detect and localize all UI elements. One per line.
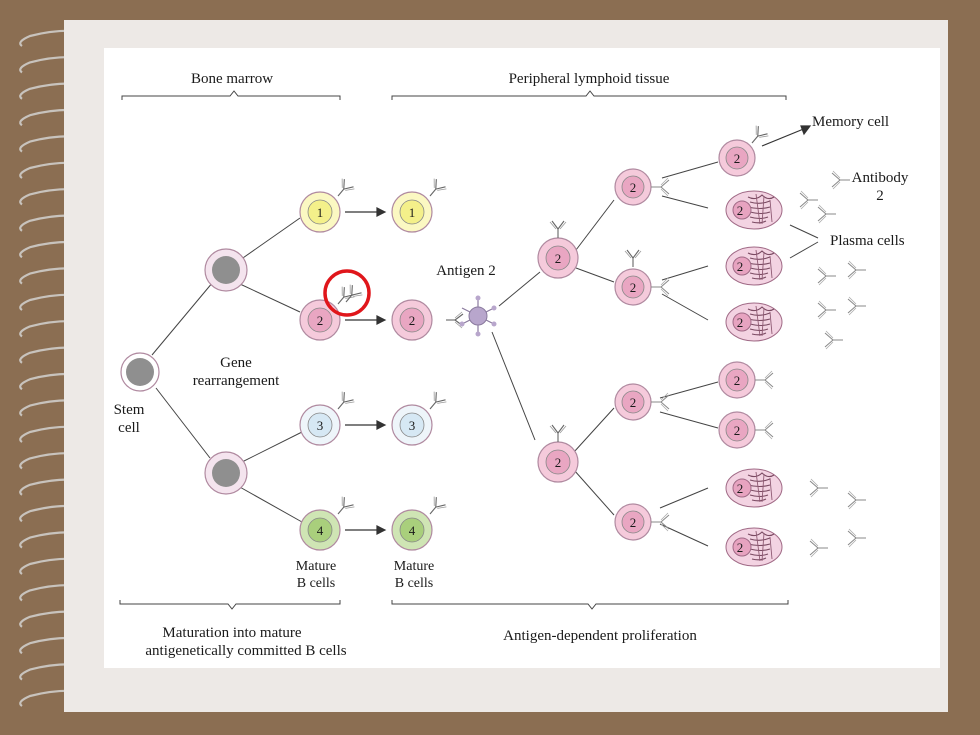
mature-b-cells-label-1b: B cells [297,576,336,591]
cell-number-2a: 2 [317,313,324,328]
mature-b-cells-label-1a: Mature [296,559,336,574]
cell-number-2i: 2 [734,151,741,166]
antibody-label-line1: Antibody [852,170,909,186]
cell-number-4a: 4 [317,523,324,538]
activated-b-cell-upper [537,220,579,279]
diagram-panel [104,48,940,668]
b-cell-2-marrow [299,285,356,341]
maturation-brace [119,600,341,610]
stem-cell-nucleus [126,358,154,386]
cell-number-2l: 2 [737,203,744,218]
mature-b-cells-label-2b: B cells [395,576,434,591]
precursor-cell-lower-nucleus [212,459,240,487]
maturation-caption-line1: Maturation into mature [162,625,301,641]
maturation-arrows [345,125,812,535]
precursor-cell-upper-nucleus [212,256,240,284]
gene-rearrangement-line2: rearrangement [193,373,280,389]
cell-number-3b: 3 [409,418,416,433]
cell-number-2n: 2 [737,315,744,330]
cell-number-2c: 2 [555,251,562,266]
cell-number-1a: 1 [317,205,324,220]
proliferation-brace [391,600,789,610]
maturation-caption-line2: antigenetically committed B cells [145,643,346,659]
memory-cell-label: Memory cell [812,114,889,130]
cell-number-2f: 2 [630,280,637,295]
cell-number-2k: 2 [734,423,741,438]
cell-number-2j: 2 [734,373,741,388]
b-cell-4-peripheral [391,495,448,551]
cell-number-2d: 2 [555,455,562,470]
b-cell-1-marrow [299,177,356,233]
cell-number-2p: 2 [737,540,744,555]
cell-number-2e: 2 [630,180,637,195]
lineage-lines [151,161,819,547]
gene-rearrangement-line1: Gene [220,355,252,371]
stem-cell-label-line2: cell [118,420,140,436]
cell-number-1b: 1 [409,205,416,220]
peripheral-brace [391,90,787,100]
antigen-particle [459,295,497,337]
cell-number-2m: 2 [737,259,744,274]
b-cell-2-peripheral [391,299,464,341]
antigen-label: Antigen 2 [436,263,496,279]
b-cell-4-marrow [299,495,356,551]
proliferating-cells [614,168,670,541]
activated-b-cell-lower [537,424,579,483]
highlight-circle [323,269,371,317]
cell-number-2o: 2 [737,481,744,496]
cell-number-3a: 3 [317,418,324,433]
memory-cells [718,124,774,449]
proliferation-caption: Antigen-dependent proliferation [503,628,697,644]
cell-number-2g: 2 [630,395,637,410]
antibody-label-line2: 2 [876,188,884,204]
cell-number-2h: 2 [630,515,637,530]
bone-marrow-label: Bone marrow [191,71,273,87]
plasma-cells-label: Plasma cells [830,233,905,249]
b-cell-1-peripheral [391,177,448,233]
stem-cell-label-line1: Stem [114,402,145,418]
b-cell-3-peripheral [391,390,448,446]
bone-marrow-brace [121,90,341,100]
cell-number-4b: 4 [409,523,416,538]
b-cell-3-marrow [299,390,356,446]
mature-b-cells-label-2a: Mature [394,559,434,574]
cell-number-2b: 2 [409,313,416,328]
peripheral-tissue-label: Peripheral lymphoid tissue [509,71,670,87]
